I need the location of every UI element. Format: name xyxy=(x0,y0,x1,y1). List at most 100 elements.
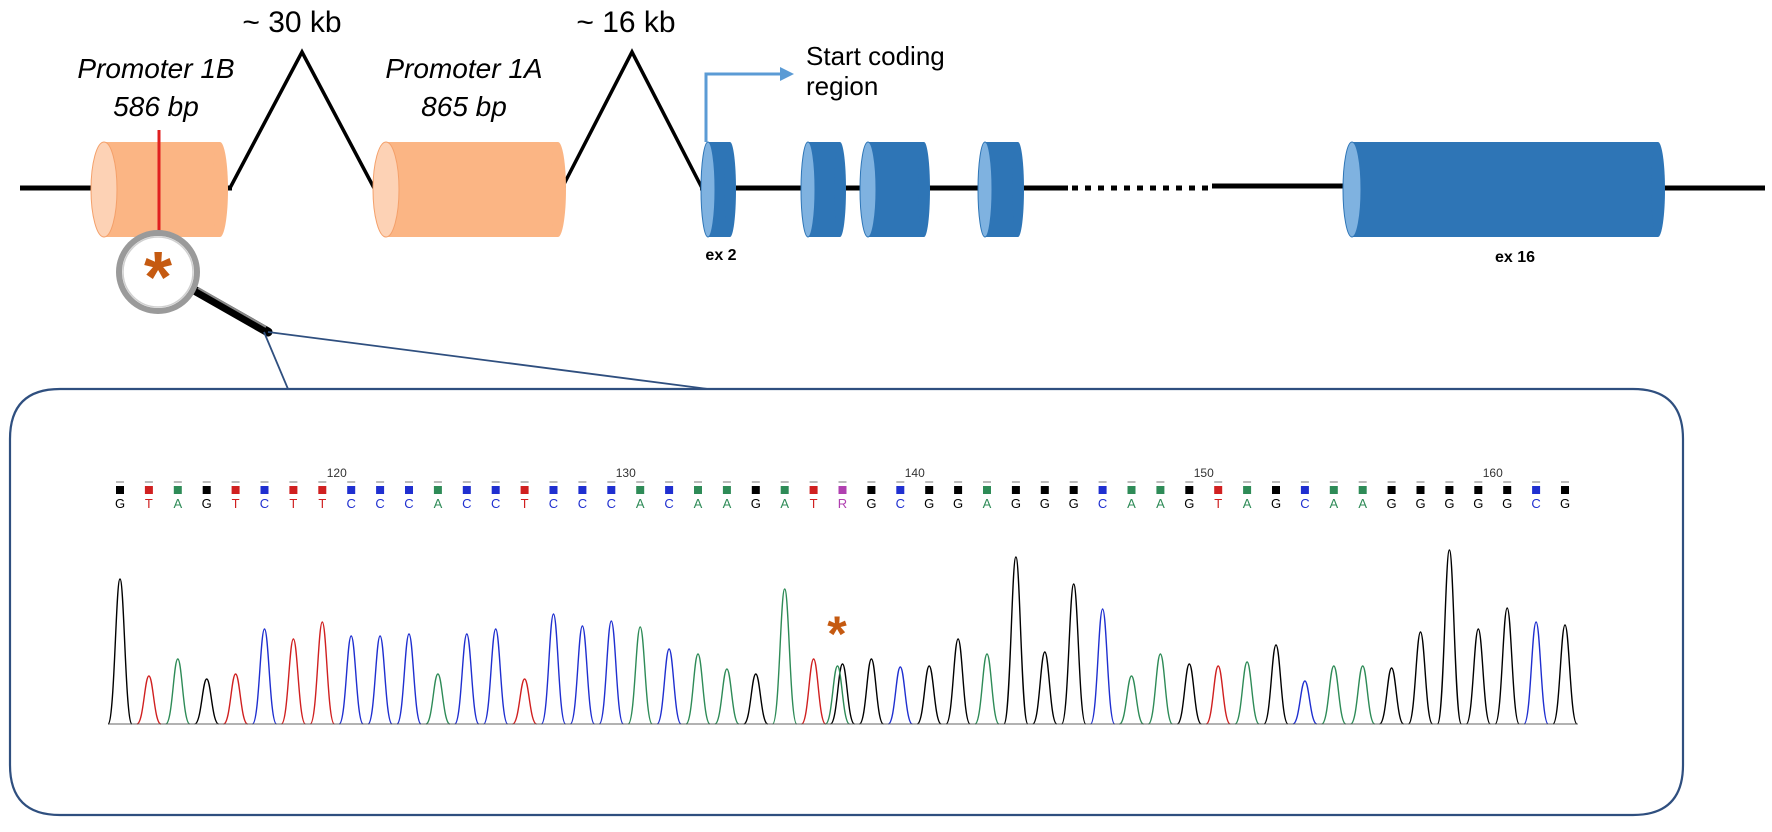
base-call-square xyxy=(665,486,674,494)
base-call-square xyxy=(260,486,269,494)
base-call-tick xyxy=(1127,481,1136,483)
base-call-square xyxy=(1243,486,1252,494)
ruler-label: 120 xyxy=(327,466,347,480)
base-call-square xyxy=(1358,486,1367,494)
base-call-tick xyxy=(1358,481,1367,483)
ruler-label: 160 xyxy=(1483,466,1503,480)
base-call-square xyxy=(549,486,558,494)
intron-1-size: ~ 30 kb xyxy=(242,6,341,39)
base-call-square xyxy=(780,486,789,494)
base-call-tick xyxy=(809,481,818,483)
base-call-letter: G xyxy=(924,496,934,511)
base-call-square xyxy=(1387,486,1396,494)
base-call-square xyxy=(491,486,500,494)
base-call-letter: C xyxy=(404,496,413,511)
trace-peak xyxy=(540,613,567,725)
variant-asterisk-magnifier: * xyxy=(144,238,172,318)
trace-peak xyxy=(1205,665,1231,725)
base-call-letter: A xyxy=(1329,496,1338,511)
base-call-square xyxy=(1011,486,1020,494)
trace-peak xyxy=(1552,624,1578,725)
trace-peak xyxy=(1350,665,1376,725)
base-call-tick xyxy=(1069,481,1078,483)
base-call-letter: A xyxy=(1156,496,1165,511)
base-call-letter: T xyxy=(232,496,240,511)
base-call-letter: C xyxy=(347,496,356,511)
base-call-letter: C xyxy=(1531,496,1540,511)
trace-peak xyxy=(367,635,393,725)
base-call-tick xyxy=(665,481,674,483)
base-call-letter: C xyxy=(375,496,384,511)
base-call-tick xyxy=(1156,481,1165,483)
base-call-letter: G xyxy=(1387,496,1397,511)
base-call-tick xyxy=(289,481,298,483)
trace-peak xyxy=(1378,667,1405,725)
base-call-letter: T xyxy=(810,496,818,511)
trace-peak xyxy=(714,668,740,725)
base-call-square xyxy=(289,486,298,494)
trace-peak xyxy=(685,653,711,725)
base-call-square xyxy=(202,486,211,494)
base-call-letter: A xyxy=(434,496,443,511)
promoter-1b-cylinder xyxy=(90,141,228,238)
base-call-letter: C xyxy=(1300,496,1309,511)
trace-peak xyxy=(1494,607,1520,725)
base-call-tick xyxy=(318,481,327,483)
base-call-letter: A xyxy=(636,496,645,511)
base-call-letter: G xyxy=(202,496,212,511)
base-call-letter: G xyxy=(1502,496,1512,511)
base-call-tick xyxy=(1474,481,1483,483)
trace-peak xyxy=(1465,628,1491,725)
start-coding-label-line1: Start coding xyxy=(806,41,945,71)
exon-4-cylinder xyxy=(859,141,930,238)
base-call-square xyxy=(1329,486,1338,494)
base-call-square xyxy=(983,486,991,494)
base-call-tick xyxy=(1532,481,1541,483)
base-call-tick xyxy=(462,481,471,483)
intron-2-peak xyxy=(560,48,704,189)
base-call-square xyxy=(578,486,587,494)
base-call-tick xyxy=(144,481,153,483)
trace-peak xyxy=(858,658,885,725)
trace-peak xyxy=(136,675,162,725)
base-call-tick xyxy=(1214,481,1223,483)
exon-16-cylinder xyxy=(1342,141,1665,238)
trace-peak xyxy=(1061,583,1087,725)
trace-peak xyxy=(1292,680,1318,725)
base-call-square xyxy=(1127,486,1136,494)
base-call-letter: C xyxy=(491,496,500,511)
magnifier-icon xyxy=(116,230,273,337)
intron-1-peak xyxy=(228,48,376,189)
ruler-label: 140 xyxy=(905,466,925,480)
trace-peak xyxy=(627,626,653,725)
base-call-square xyxy=(1040,486,1049,494)
base-call-letter: C xyxy=(260,496,269,511)
base-call-letter: G xyxy=(1560,496,1570,511)
base-call-square xyxy=(694,486,702,494)
trace-peak xyxy=(1436,549,1463,725)
base-call-square xyxy=(751,486,760,494)
chromatogram-callout-box xyxy=(8,387,1685,817)
trace-peak xyxy=(165,658,191,725)
base-call-letter: A xyxy=(1243,496,1252,511)
trace-peak xyxy=(483,628,509,725)
exon-2-cylinder xyxy=(700,141,736,238)
zoom-line-right xyxy=(267,331,709,390)
trace-peak xyxy=(1032,651,1058,725)
ruler-label: 150 xyxy=(1194,466,1214,480)
base-call-letter: C xyxy=(1098,496,1107,511)
base-call-square xyxy=(1503,486,1512,494)
base-call-tick xyxy=(405,481,413,483)
base-call-tick xyxy=(780,481,789,483)
base-call-square xyxy=(1098,486,1107,494)
base-call-letter: T xyxy=(1214,496,1222,511)
base-call-square xyxy=(318,486,327,494)
base-call-square xyxy=(1300,486,1309,494)
base-call-square xyxy=(1272,486,1280,494)
base-call-letter: G xyxy=(866,496,876,511)
base-call-tick xyxy=(173,481,182,483)
base-call-tick xyxy=(1445,481,1454,483)
trace-peak xyxy=(107,578,133,725)
base-call-letter: G xyxy=(1415,496,1425,511)
